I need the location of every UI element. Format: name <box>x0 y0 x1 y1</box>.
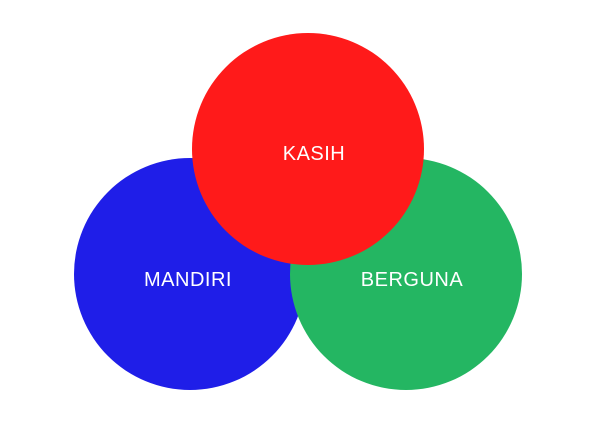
circle-kasih <box>192 33 424 265</box>
label-berguna: BERGUNA <box>361 269 464 291</box>
label-mandiri: MANDIRI <box>144 269 232 291</box>
label-kasih: KASIH <box>283 143 346 165</box>
